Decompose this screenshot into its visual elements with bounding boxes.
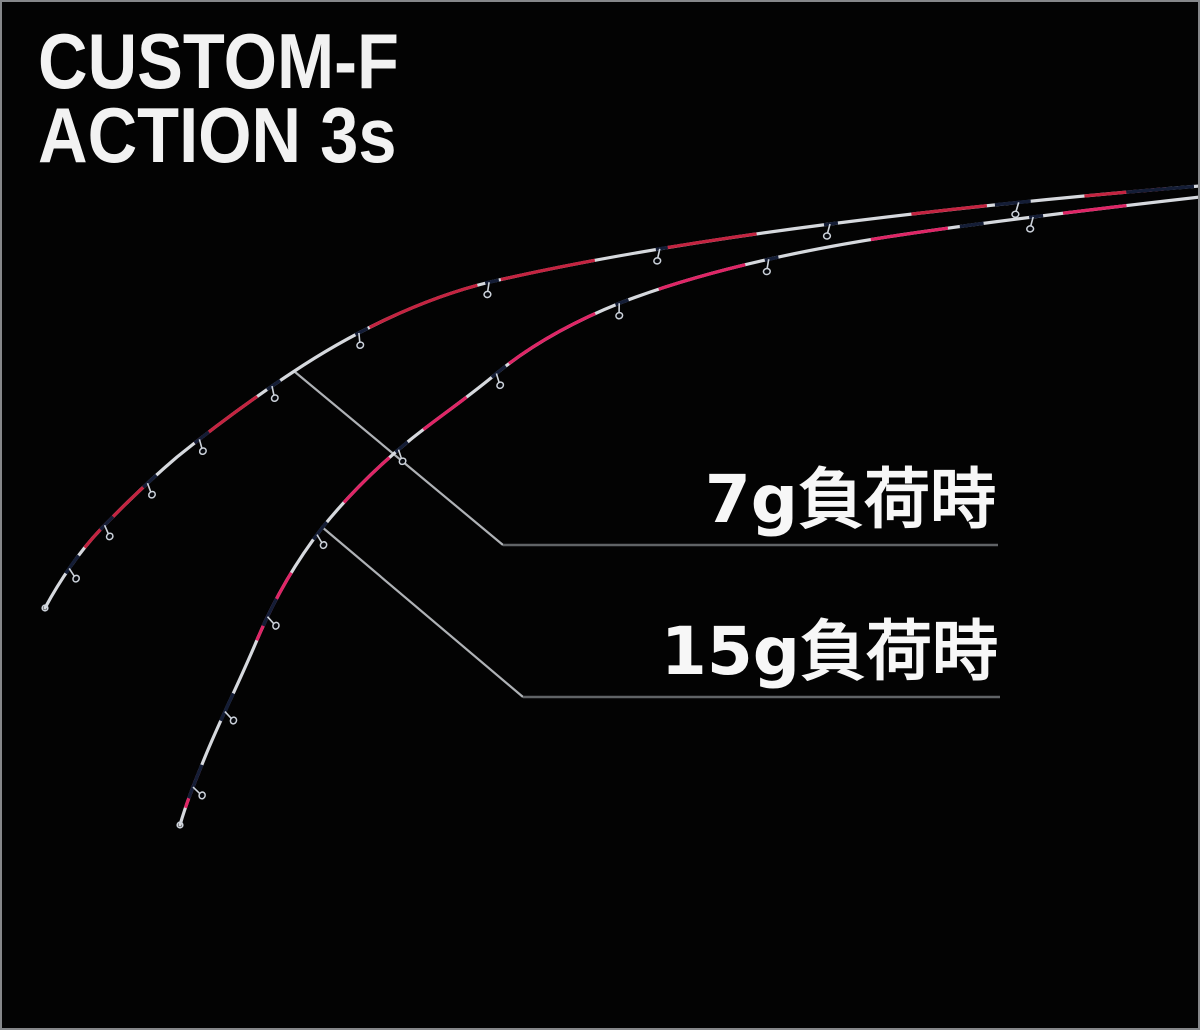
line-guide-icon bbox=[198, 439, 207, 456]
guide-wrap-15g bbox=[312, 520, 329, 541]
rod-color-segment-15g bbox=[422, 395, 468, 431]
load-label-15g: 15g負荷時 bbox=[660, 613, 998, 690]
line-guide-icon bbox=[270, 385, 279, 403]
rod-blank-15g bbox=[178, 195, 1198, 827]
load-label-7g: 7g負荷時 bbox=[704, 461, 996, 538]
line-guide-icon bbox=[103, 524, 114, 541]
tip-guide-icon-7g bbox=[41, 604, 49, 612]
product-title-line2: ACTION 3s bbox=[38, 91, 397, 179]
tip-guide-icon-15g bbox=[176, 821, 184, 829]
product-title-line1: CUSTOM-F bbox=[38, 17, 399, 105]
leader-diagonal-15g bbox=[321, 526, 524, 698]
guide-wrap-15g bbox=[394, 440, 409, 454]
guide-wrap-7g bbox=[99, 515, 115, 531]
line-guide-icon bbox=[224, 711, 238, 725]
guide-wrap-7g bbox=[64, 554, 80, 575]
line-guide-icon bbox=[316, 534, 328, 550]
guide-wrap-15g bbox=[187, 764, 204, 799]
line-guide-icon bbox=[822, 223, 832, 240]
line-guide-icon bbox=[68, 567, 80, 583]
rod-color-segment-7g bbox=[665, 232, 757, 250]
line-guide-icon bbox=[192, 786, 206, 800]
guide-wrap-15g bbox=[219, 692, 235, 722]
rod-color-segment-7g bbox=[911, 204, 988, 216]
rod-color-segment-15g bbox=[507, 312, 596, 365]
line-guide-icon bbox=[483, 282, 492, 299]
line-guide-icon bbox=[615, 303, 624, 320]
line-guide-icon bbox=[762, 259, 771, 276]
guide-wrap-7g bbox=[823, 221, 839, 227]
guide-wrap-15g bbox=[614, 298, 630, 307]
rod-color-segment-7g bbox=[83, 482, 149, 549]
guide-wrap-15g bbox=[1028, 213, 1044, 220]
line-guide-icon bbox=[266, 616, 280, 630]
leader-diagonal-7g bbox=[294, 371, 504, 546]
line-guide-icon bbox=[1026, 216, 1035, 233]
line-guide-icon bbox=[653, 248, 662, 265]
guide-wrap-7g bbox=[1014, 199, 1029, 205]
guide-wrap-7g bbox=[354, 326, 369, 337]
rod-color-segment-15g bbox=[1062, 203, 1127, 215]
rod-color-segment-15g bbox=[870, 226, 949, 242]
guide-wrap-7g bbox=[141, 473, 158, 489]
line-guide-icon bbox=[495, 373, 505, 390]
rod-dark-segment-15g bbox=[959, 221, 984, 229]
guide-wrap-7g bbox=[655, 245, 668, 252]
guide-wrap-7g bbox=[266, 379, 282, 391]
line-guide-icon bbox=[356, 332, 365, 350]
rod-color-segment-15g bbox=[342, 456, 391, 504]
rod-color-segment-15g bbox=[658, 263, 746, 291]
product-title: CUSTOM-F ACTION 3s bbox=[38, 17, 399, 179]
line-guide-icon bbox=[146, 482, 156, 499]
guide-wrap-15g bbox=[764, 255, 779, 262]
line-guide-icon bbox=[1011, 202, 1020, 219]
guide-wrap-7g bbox=[484, 278, 500, 285]
rod-color-segment-7g bbox=[500, 258, 596, 282]
guide-wrap-7g bbox=[193, 430, 210, 445]
rod-dark-segment-7g bbox=[1126, 184, 1195, 194]
line-guide-icon bbox=[397, 449, 407, 466]
rod-color-segment-7g bbox=[368, 283, 478, 329]
guide-wrap-15g bbox=[490, 364, 507, 379]
guide-wrap-15g bbox=[261, 598, 278, 627]
